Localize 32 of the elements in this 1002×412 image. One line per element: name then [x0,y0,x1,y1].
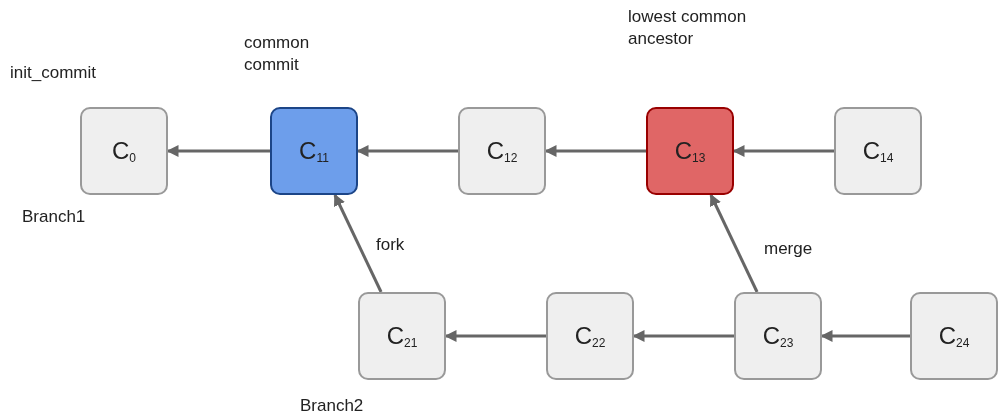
commit-label: C$_{23}$ [762,321,794,352]
arrow [444,330,546,342]
commit-box [646,107,734,195]
commit-label: C$_{13}$ [674,136,706,167]
arrow [820,330,910,342]
commit-box [910,292,998,380]
commit-box [80,107,168,195]
commit-label: C$_{0}$ [112,136,136,167]
commit-label: C$_{11}$ [299,136,329,167]
arrow [544,145,646,157]
branch-label: Branch2 [300,395,364,412]
node-caption: init_commit [10,62,97,84]
commit-label: C$_{24}$ [938,321,970,352]
node-caption: common commit [244,32,311,76]
commit-box [546,292,634,380]
commit-box [270,107,358,195]
commit-box [458,107,546,195]
arrow [732,145,834,157]
branch-label: Branch1 [22,206,86,228]
arrow [166,145,270,157]
arrow [632,330,734,342]
arrow [333,193,383,293]
commit-box [734,292,822,380]
node-caption: lowest common ancestor [628,6,748,50]
arrow [709,193,759,293]
commit-label: C$_{21}$ [386,321,418,352]
commit-label: C$_{12}$ [486,136,518,167]
arrow [356,145,458,157]
commit-box [358,292,446,380]
commit-box [834,107,922,195]
commit-label: C$_{14}$ [862,136,894,167]
commit-label: C$_{22}$ [574,321,606,352]
